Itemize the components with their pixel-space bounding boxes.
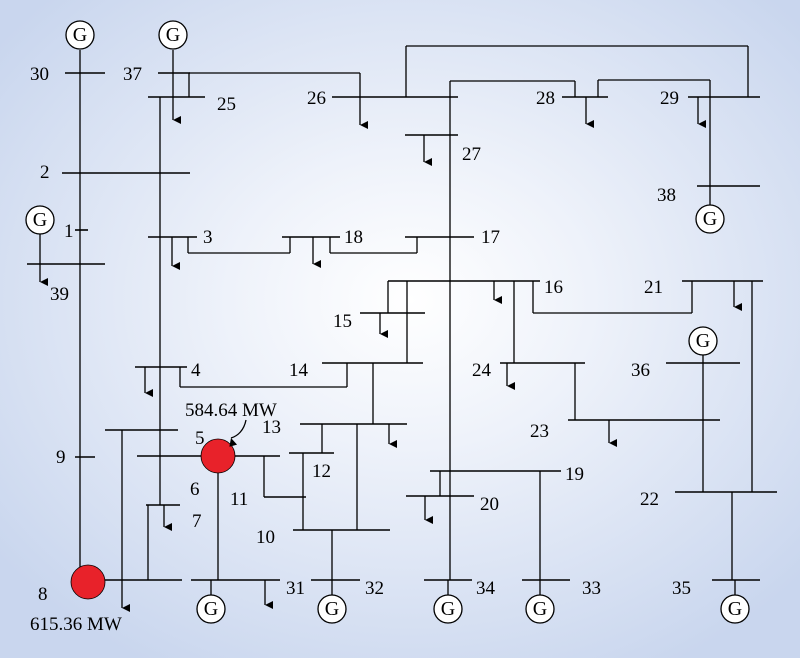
generator-g34: G xyxy=(433,580,463,624)
generator-circle xyxy=(433,594,463,624)
generator-circle xyxy=(158,20,188,50)
generator-g39: G xyxy=(25,205,55,264)
label-bus-25: 25 xyxy=(217,94,236,115)
generator-label: G xyxy=(166,24,180,46)
label-bus-18: 18 xyxy=(344,227,363,248)
label-bus-27: 27 xyxy=(462,144,481,165)
generator-circle xyxy=(720,594,750,624)
generator-g37: G xyxy=(158,20,188,50)
label-bus-1: 1 xyxy=(64,221,74,242)
generator-label: G xyxy=(33,209,47,231)
generators: G G G G G G G xyxy=(25,20,750,624)
generator-g33: G xyxy=(525,580,555,624)
label-bus-38: 38 xyxy=(657,185,676,206)
label-bus-16: 16 xyxy=(544,277,563,298)
generator-label: G xyxy=(533,598,547,620)
label-bus-12: 12 xyxy=(312,461,331,482)
generator-circle xyxy=(196,594,226,624)
label-bus-33: 33 xyxy=(582,578,601,599)
label-bus-23: 23 xyxy=(530,421,549,442)
label-bus-14: 14 xyxy=(289,360,309,381)
label-bus-6: 6 xyxy=(190,479,200,500)
generator-label: G xyxy=(703,208,717,230)
label-bus-39: 39 xyxy=(50,284,69,305)
label-bus-37: 37 xyxy=(123,64,142,85)
label-bus-8: 8 xyxy=(38,584,48,605)
label-bus-34: 34 xyxy=(476,578,496,599)
label-bus-3: 3 xyxy=(203,227,213,248)
label-bus-9: 9 xyxy=(56,447,66,468)
generator-g32: G xyxy=(317,580,347,624)
generator-label: G xyxy=(728,598,742,620)
bus-labels: 30 37 25 26 28 29 27 2 38 1 3 18 17 39 1… xyxy=(30,64,691,605)
generator-circle xyxy=(65,20,95,50)
generator-label: G xyxy=(441,598,455,620)
highlight-dot-bus8 xyxy=(70,564,106,600)
generator-g31: G xyxy=(196,580,226,624)
generator-circle xyxy=(525,594,555,624)
highlight-dot-bus5 xyxy=(200,438,236,474)
power-label-bus5: 584.64 MW xyxy=(185,400,277,421)
label-bus-15: 15 xyxy=(333,311,352,332)
label-bus-30: 30 xyxy=(30,64,49,85)
label-bus-4: 4 xyxy=(191,360,201,381)
label-bus-2: 2 xyxy=(40,162,50,183)
label-bus-26: 26 xyxy=(307,88,326,109)
label-bus-32: 32 xyxy=(365,578,384,599)
generator-label: G xyxy=(204,598,218,620)
label-bus-5: 5 xyxy=(195,428,205,449)
highlights xyxy=(70,419,247,600)
power-annotations: 584.64 MW 615.36 MW xyxy=(30,400,277,635)
label-bus-29: 29 xyxy=(660,88,679,109)
loads xyxy=(39,97,742,612)
label-bus-17: 17 xyxy=(481,227,500,248)
label-bus-36: 36 xyxy=(631,360,650,381)
label-bus-13: 13 xyxy=(262,417,281,438)
generator-g36: G xyxy=(688,326,718,363)
generator-label: G xyxy=(73,24,87,46)
label-bus-31: 31 xyxy=(286,578,305,599)
label-bus-19: 19 xyxy=(565,464,584,485)
generator-g38: G xyxy=(695,186,725,234)
power-label-bus8: 615.36 MW xyxy=(30,614,122,635)
annotation-arrow xyxy=(229,419,247,447)
label-bus-21: 21 xyxy=(644,277,663,298)
label-bus-11: 11 xyxy=(230,489,248,510)
buses xyxy=(27,72,777,581)
label-bus-24: 24 xyxy=(472,360,492,381)
label-bus-10: 10 xyxy=(256,527,275,548)
generator-g30: G xyxy=(65,20,95,50)
label-bus-28: 28 xyxy=(536,88,555,109)
label-bus-35: 35 xyxy=(672,578,691,599)
generator-circle xyxy=(317,594,347,624)
generator-label: G xyxy=(696,330,710,352)
generator-g35: G xyxy=(720,580,750,624)
generator-label: G xyxy=(325,598,339,620)
branches xyxy=(79,45,753,580)
label-bus-22: 22 xyxy=(640,489,659,510)
label-bus-7: 7 xyxy=(192,511,202,532)
label-bus-20: 20 xyxy=(480,494,499,515)
